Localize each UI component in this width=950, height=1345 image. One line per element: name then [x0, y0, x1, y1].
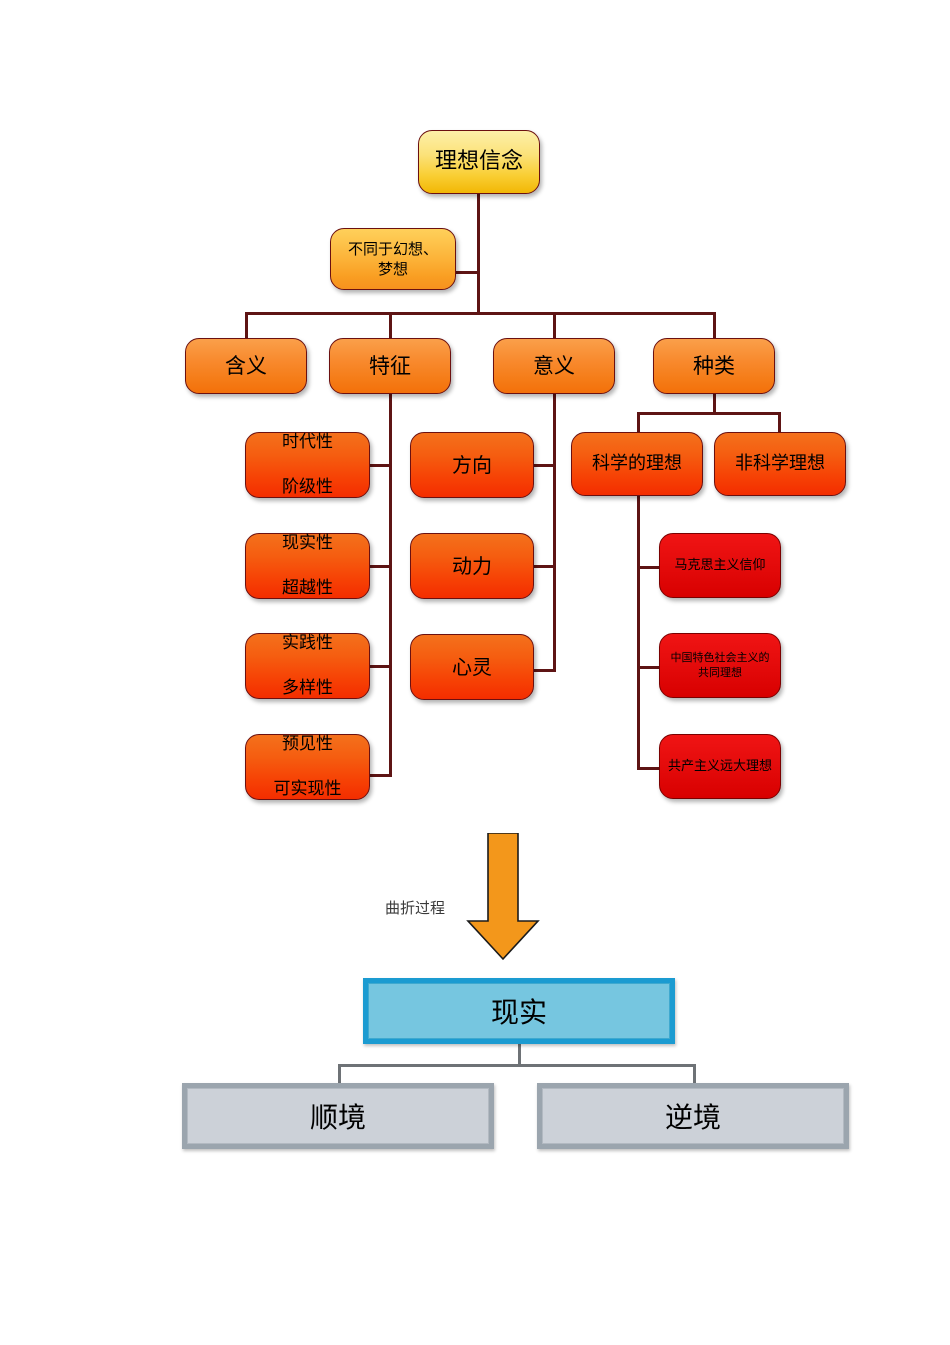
connector-significance-stub-3 [534, 669, 556, 672]
arrow-label-tortuous-process: 曲折过程 [385, 899, 446, 917]
connector-features-spine [389, 392, 392, 777]
node-aside-not-fantasy[interactable]: 不同于幻想、梦想 [330, 228, 456, 290]
connector-reality-stem [518, 1044, 521, 1066]
connector-kind-drop-1 [637, 412, 640, 434]
connector-kind-drop-2 [778, 412, 781, 434]
connector-scientific-stub-1 [637, 566, 661, 569]
connector-kinds-bar [637, 412, 781, 415]
connector-root-stem [477, 194, 480, 314]
node-feature-4[interactable]: 预见性 可实现性 [245, 734, 370, 800]
node-aside-label: 不同于幻想、梦想 [347, 239, 438, 278]
node-feature-4-line2: 可实现性 [273, 779, 342, 800]
connector-scientific-stub-2 [637, 666, 661, 669]
node-level2-types[interactable]: 种类 [653, 338, 775, 394]
node-outcome-favorable[interactable]: 顺境 [182, 1083, 494, 1149]
connector-feature-stub-2 [370, 565, 392, 568]
node-feature-1[interactable]: 时代性 阶级性 [245, 432, 370, 498]
node-root-label: 理想信念 [434, 149, 523, 175]
node-root-ideals-beliefs[interactable]: 理想信念 [418, 130, 540, 194]
node-kind-unscientific[interactable]: 非科学理想 [714, 432, 846, 496]
connector-drop-yiyi [553, 312, 556, 338]
node-feature-3-line1: 实践性 [282, 632, 333, 653]
node-scientific-ideal-1[interactable]: 马克思主义信仰 [659, 533, 781, 598]
connector-kinds-drop [713, 392, 716, 414]
node-significance-2[interactable]: 动力 [410, 533, 534, 599]
node-feature-2-line1: 现实性 [282, 532, 333, 553]
connector-outcome-drop-1 [338, 1064, 341, 1084]
node-scientific-ideal-2-label: 中国特色社会主义的共同理想 [670, 650, 770, 679]
node-significance-2-label: 动力 [452, 553, 492, 578]
node-outcome-favorable-label: 顺境 [309, 1101, 366, 1134]
connector-significance-spine [553, 392, 556, 672]
node-reality-label: 现实 [490, 996, 547, 1029]
node-level2-characteristics-label: 特征 [369, 353, 411, 378]
node-feature-1-line2: 阶级性 [282, 477, 333, 498]
node-outcome-adverse-label: 逆境 [664, 1101, 721, 1134]
node-feature-2[interactable]: 现实性 超越性 [245, 533, 370, 599]
node-significance-3-label: 心灵 [452, 654, 492, 679]
node-feature-3[interactable]: 实践性 多样性 [245, 633, 370, 699]
down-arrow-icon [458, 832, 548, 961]
node-level2-significance[interactable]: 意义 [493, 338, 615, 394]
node-level2-significance-label: 意义 [533, 353, 575, 378]
node-significance-3[interactable]: 心灵 [410, 634, 534, 700]
node-scientific-ideal-3[interactable]: 共产主义远大理想 [659, 734, 781, 799]
node-level2-meaning[interactable]: 含义 [185, 338, 307, 394]
connector-level2-bar [245, 312, 715, 315]
node-kind-scientific-label: 科学的理想 [592, 452, 682, 474]
connector-scientific-stub-3 [637, 767, 661, 770]
connector-scientific-spine [637, 496, 640, 770]
node-scientific-ideal-3-label: 共产主义远大理想 [668, 758, 773, 774]
node-feature-1-line1: 时代性 [282, 431, 333, 452]
connector-feature-stub-4 [370, 774, 392, 777]
connector-feature-stub-1 [370, 464, 392, 467]
connector-drop-tezheng [389, 312, 392, 338]
node-kind-unscientific-label: 非科学理想 [735, 452, 825, 474]
node-level2-meaning-label: 含义 [225, 353, 267, 378]
connector-aside-branch [455, 271, 480, 274]
connector-significance-stub-1 [534, 464, 556, 467]
node-kind-scientific[interactable]: 科学的理想 [571, 432, 703, 496]
node-level2-types-label: 种类 [693, 353, 735, 378]
connector-significance-stub-2 [534, 565, 556, 568]
connector-outcome-drop-2 [693, 1064, 696, 1084]
node-level2-characteristics[interactable]: 特征 [329, 338, 451, 394]
connector-feature-stub-3 [370, 665, 392, 668]
node-outcome-adverse[interactable]: 逆境 [537, 1083, 849, 1149]
node-scientific-ideal-2[interactable]: 中国特色社会主义的共同理想 [659, 633, 781, 698]
connector-drop-hanyi [245, 312, 248, 338]
connector-drop-zhonglei [713, 312, 716, 338]
node-significance-1-label: 方向 [452, 452, 492, 477]
connector-outcomes-bar [338, 1064, 696, 1067]
node-feature-2-line2: 超越性 [282, 578, 333, 599]
node-reality[interactable]: 现实 [363, 978, 675, 1044]
node-significance-1[interactable]: 方向 [410, 432, 534, 498]
node-scientific-ideal-1-label: 马克思主义信仰 [674, 557, 766, 573]
node-feature-3-line2: 多样性 [282, 678, 333, 699]
node-feature-4-line1: 预见性 [282, 733, 333, 754]
